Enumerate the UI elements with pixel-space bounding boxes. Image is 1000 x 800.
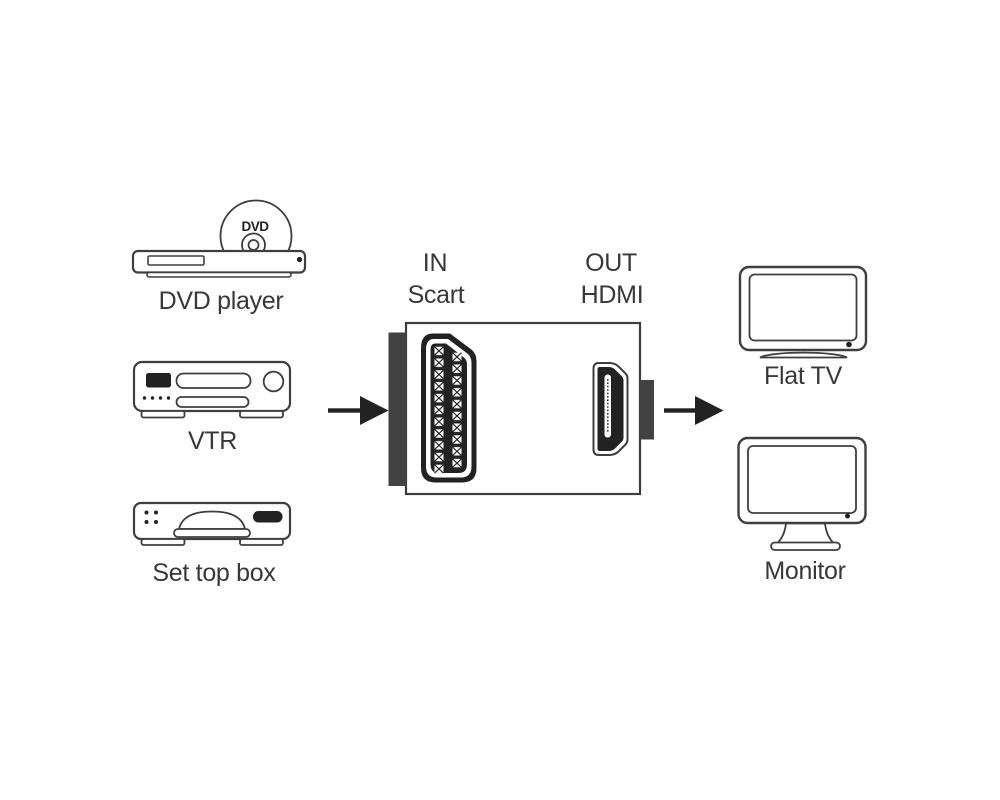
stb-indicator-dots [144, 510, 158, 524]
arrow-in-icon [328, 396, 389, 425]
flat-tv-power-led [846, 341, 852, 348]
monitor-power-led [845, 513, 850, 519]
adapter-in-direction-label: IN [423, 249, 447, 277]
arrow-in-head [360, 396, 389, 425]
flat-tv-label: Flat TV [764, 362, 843, 390]
hdmi-slot [604, 374, 611, 438]
set-top-box-label: Set top box [152, 559, 276, 587]
monitor-icon: Monitor [737, 436, 867, 585]
vtr-foot-right [239, 410, 284, 419]
stb-foot-right [239, 538, 284, 546]
dvd-power-led [296, 256, 303, 263]
scart-pins-right-column [452, 351, 462, 469]
monitor-neck [775, 522, 836, 544]
flat-tv-screen [748, 273, 858, 342]
scart-connector-icon [421, 333, 477, 483]
vtr-label: VTR [188, 427, 237, 455]
arrow-out-shaft [664, 408, 700, 413]
vtr-lower-slot [175, 396, 250, 408]
arrow-in-shaft [328, 408, 365, 413]
adapter-in-connector-label: Scart [408, 281, 465, 309]
adapter: IN Scart OUT HDMI [388, 249, 654, 496]
set-top-box-icon: Set top box [132, 501, 292, 587]
arrow-out-head [695, 396, 724, 425]
flat-tv-icon: Flat TV [738, 265, 868, 390]
vtr-cassette-slot [175, 372, 252, 389]
dvd-player-label: DVD player [159, 287, 284, 315]
stb-dome [177, 510, 247, 530]
adapter-out-direction-label: OUT [585, 249, 637, 277]
hdmi-connector-icon [592, 362, 629, 456]
vtr-display [146, 373, 171, 388]
monitor-screen [747, 445, 857, 514]
stb-button [253, 511, 283, 523]
vtr-icon: VTR [132, 360, 292, 455]
vtr-knob [262, 370, 285, 393]
monitor-label: Monitor [764, 557, 845, 585]
flat-tv-stand [759, 351, 848, 359]
dvd-tray-slot [147, 255, 205, 266]
hdmi-plug-tab [640, 380, 654, 440]
vtr-foot-left [140, 410, 186, 419]
arrow-out-icon [664, 396, 724, 425]
disc-hole-inner [247, 239, 260, 251]
stb-dome-base [173, 528, 251, 538]
adapter-out-connector-label: HDMI [581, 281, 644, 309]
stb-foot-left [140, 538, 186, 546]
scart-plug-tab [388, 332, 406, 486]
monitor-base [770, 541, 841, 551]
dvd-base [146, 271, 292, 278]
dvd-disc-label: DVD [241, 219, 269, 234]
dvd-player-icon: DVD DVD player [131, 199, 307, 315]
scart-pins-left-column [434, 345, 444, 475]
vtr-indicator-dots [142, 396, 171, 400]
